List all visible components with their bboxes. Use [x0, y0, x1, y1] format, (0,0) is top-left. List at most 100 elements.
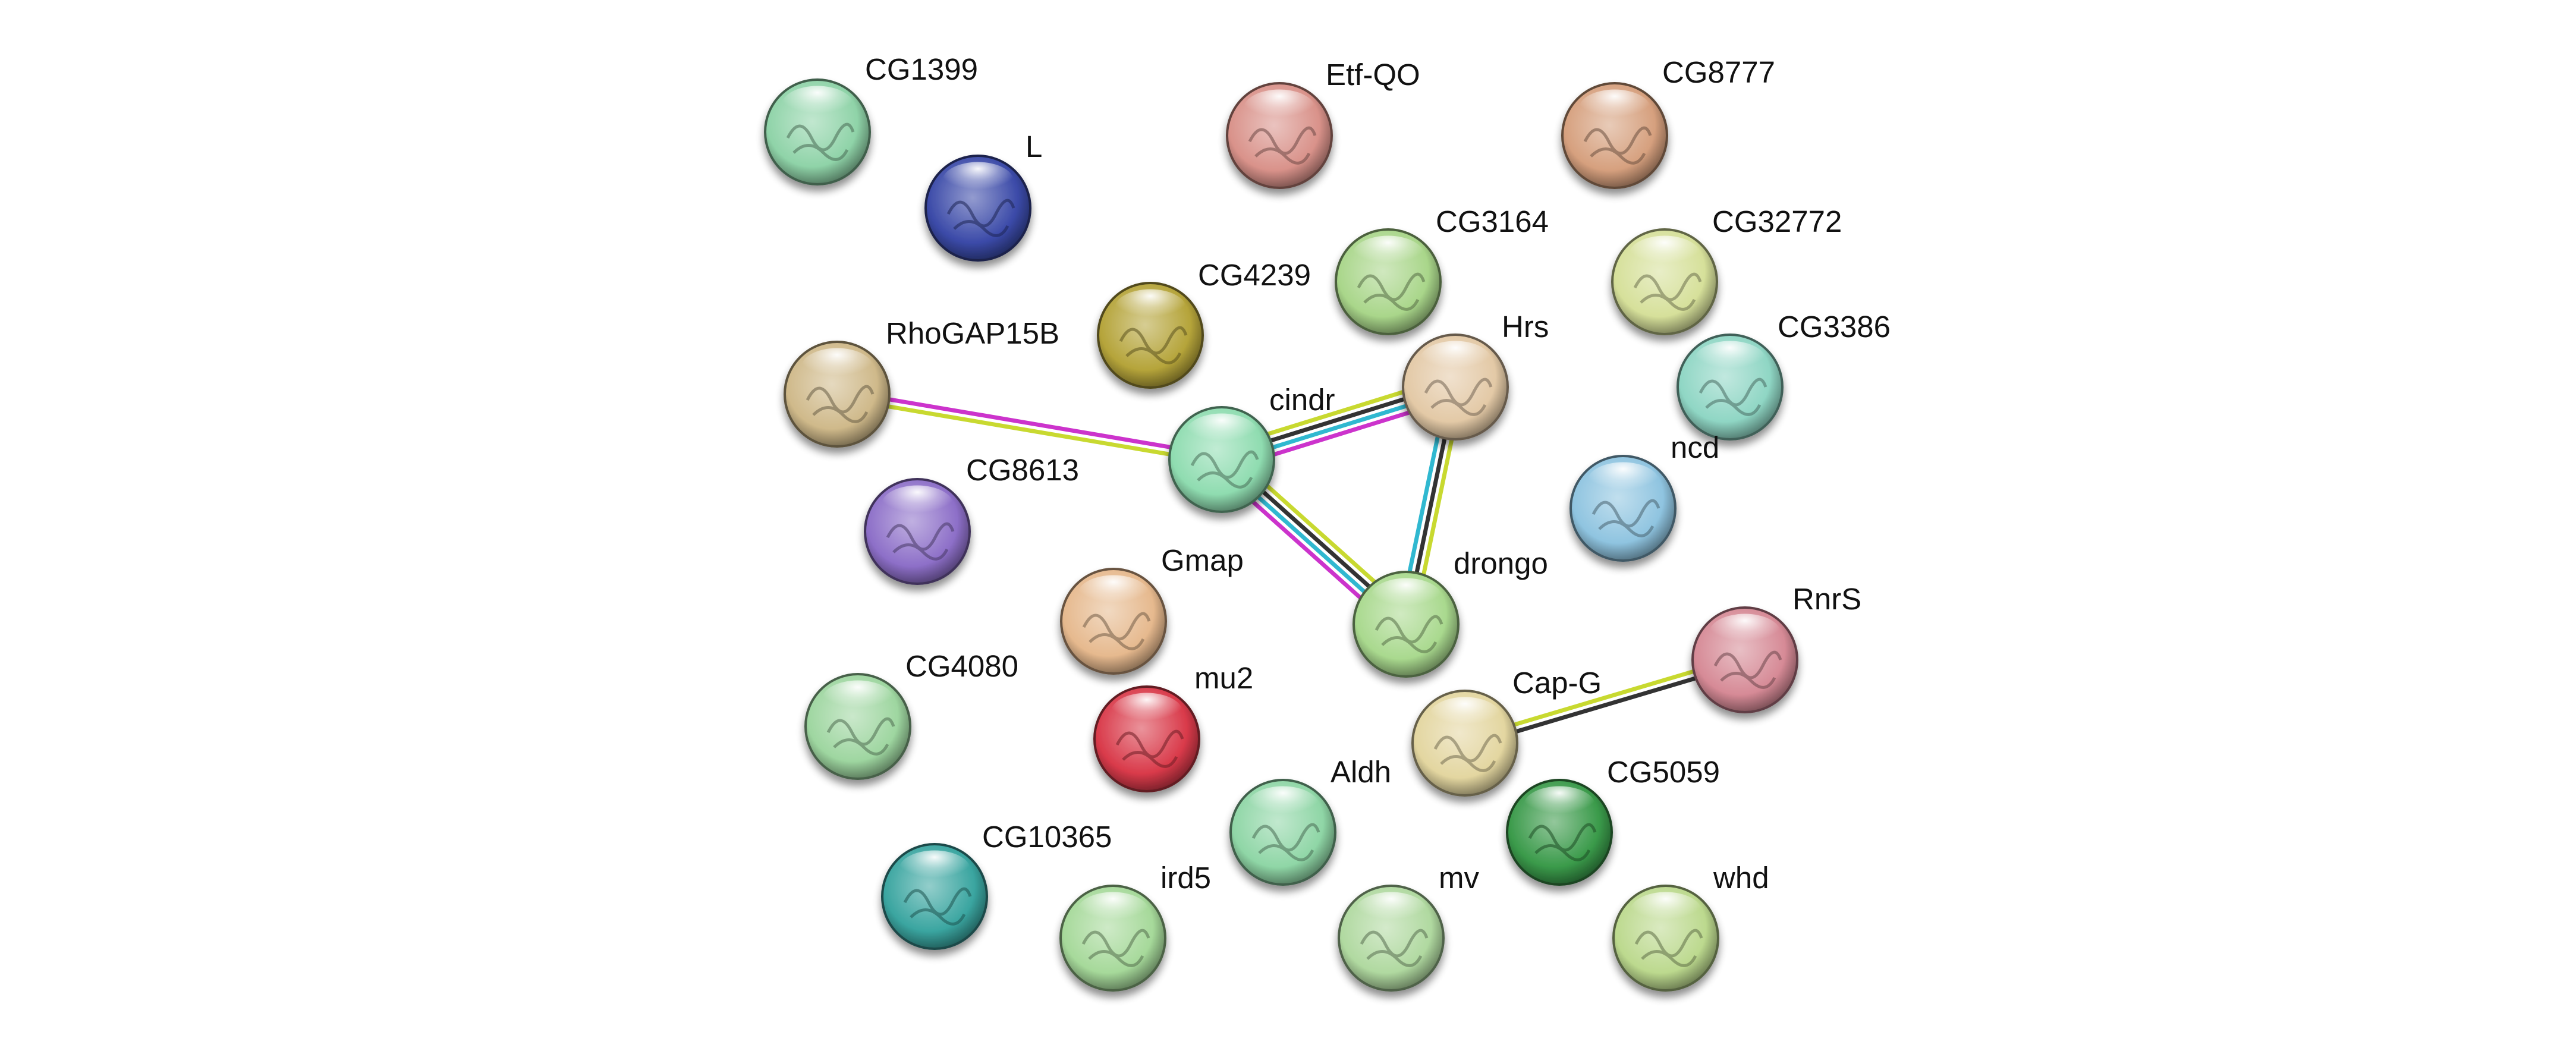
protein-structure-icon — [1424, 377, 1493, 416]
node-label: CG8777 — [1662, 55, 1775, 89]
node-CG10365[interactable]: CG10365 — [881, 820, 1112, 950]
protein-structure-icon — [1248, 126, 1317, 165]
protein-structure-icon — [1375, 615, 1443, 653]
edge-RhoGAP15B-cindr — [834, 388, 1225, 465]
node-label: CG4239 — [1198, 258, 1311, 292]
node-label: mu2 — [1194, 661, 1253, 695]
protein-structure-icon — [946, 199, 1015, 237]
protein-structure-icon — [1583, 126, 1652, 165]
edge-strand — [835, 388, 1225, 458]
node-gloss — [1353, 235, 1424, 273]
node-drongo[interactable]: drongo — [1353, 546, 1548, 678]
protein-structure-icon — [1360, 929, 1429, 967]
node-gloss — [1111, 693, 1182, 731]
node-gloss — [1077, 892, 1149, 930]
node-gloss — [1370, 578, 1442, 616]
protein-structure-icon — [1357, 272, 1426, 311]
node-gloss — [1429, 697, 1501, 735]
node-label: drongo — [1454, 546, 1548, 580]
edges-layer — [834, 375, 1748, 749]
node-CG4080[interactable]: CG4080 — [804, 649, 1018, 780]
protein-structure-icon — [886, 522, 955, 561]
node-L[interactable]: L — [924, 130, 1042, 262]
node-label: L — [1026, 130, 1042, 163]
node-Hrs[interactable]: Hrs — [1402, 310, 1549, 441]
node-gloss — [782, 86, 853, 124]
node-gloss — [1115, 289, 1186, 327]
protein-structure-icon — [1634, 929, 1703, 967]
protein-structure-icon — [1713, 650, 1782, 689]
node-CG4239[interactable]: CG4239 — [1097, 258, 1311, 389]
node-CG1399[interactable]: CG1399 — [764, 52, 978, 185]
node-gloss — [1244, 89, 1315, 127]
node-gloss — [1587, 462, 1659, 500]
protein-structure-icon — [1433, 734, 1502, 772]
node-Etf-QO[interactable]: Etf-QO — [1226, 58, 1420, 189]
node-CG8613[interactable]: CG8613 — [864, 453, 1079, 585]
node-label: CG1399 — [865, 52, 978, 86]
node-CG5059[interactable]: CG5059 — [1506, 755, 1720, 886]
node-label: CG10365 — [982, 820, 1112, 854]
node-label: ncd — [1671, 430, 1719, 464]
node-label: CG32772 — [1712, 204, 1842, 238]
node-gloss — [1630, 892, 1701, 930]
node-gloss — [882, 485, 953, 523]
node-RhoGAP15B[interactable]: RhoGAP15B — [784, 316, 1059, 448]
protein-structure-icon — [1528, 823, 1597, 861]
node-CG3164[interactable]: CG3164 — [1335, 204, 1549, 335]
node-gloss — [822, 680, 894, 718]
protein-structure-icon — [903, 887, 972, 926]
protein-structure-icon — [1082, 612, 1151, 650]
node-label: CG5059 — [1607, 755, 1720, 789]
node-cindr[interactable]: cindr — [1168, 383, 1335, 513]
protein-structure-icon — [1251, 823, 1320, 861]
node-gloss — [1629, 235, 1700, 273]
node-label: RhoGAP15B — [886, 316, 1059, 350]
node-CG8777[interactable]: CG8777 — [1561, 55, 1775, 189]
protein-structure-icon — [1633, 272, 1702, 311]
node-label: RnrS — [1792, 582, 1861, 616]
node-label: Gmap — [1161, 543, 1244, 577]
node-label: cindr — [1269, 383, 1335, 417]
node-gloss — [1579, 89, 1650, 127]
protein-structure-icon — [1119, 326, 1188, 364]
node-gloss — [1355, 892, 1427, 930]
node-gloss — [1078, 575, 1149, 613]
node-ncd[interactable]: ncd — [1569, 430, 1719, 562]
node-label: Aldh — [1331, 755, 1391, 789]
protein-structure-icon — [1081, 929, 1150, 967]
node-mu2[interactable]: mu2 — [1093, 661, 1253, 792]
node-label: mv — [1439, 861, 1479, 895]
node-label: Hrs — [1502, 310, 1549, 344]
node-label: whd — [1713, 861, 1769, 895]
protein-structure-icon — [806, 385, 875, 423]
node-Aldh[interactable]: Aldh — [1229, 755, 1391, 886]
node-ird5[interactable]: ird5 — [1059, 861, 1211, 992]
node-gloss — [942, 162, 1014, 200]
node-gloss — [1524, 786, 1595, 824]
node-Gmap[interactable]: Gmap — [1060, 543, 1244, 675]
node-label: CG4080 — [905, 649, 1018, 683]
protein-structure-icon — [1699, 377, 1767, 416]
node-mv[interactable]: mv — [1338, 861, 1479, 992]
node-label: CG3386 — [1778, 310, 1891, 344]
node-whd[interactable]: whd — [1612, 861, 1769, 992]
node-label: Etf-QO — [1326, 58, 1420, 92]
edge-strand — [834, 395, 1223, 465]
node-gloss — [1709, 613, 1781, 652]
node-CG3386[interactable]: CG3386 — [1677, 310, 1891, 441]
protein-structure-icon — [1115, 729, 1184, 768]
node-gloss — [1694, 341, 1766, 379]
node-gloss — [1186, 413, 1257, 451]
node-CG32772[interactable]: CG32772 — [1611, 204, 1842, 335]
protein-structure-icon — [1190, 450, 1259, 489]
node-label: ird5 — [1160, 861, 1211, 895]
node-gloss — [899, 850, 970, 888]
node-Cap-G[interactable]: Cap-G — [1411, 666, 1602, 797]
node-label: CG3164 — [1436, 204, 1549, 238]
protein-structure-icon — [1591, 499, 1660, 537]
node-label: CG8613 — [966, 453, 1079, 487]
node-RnrS[interactable]: RnrS — [1691, 582, 1861, 713]
